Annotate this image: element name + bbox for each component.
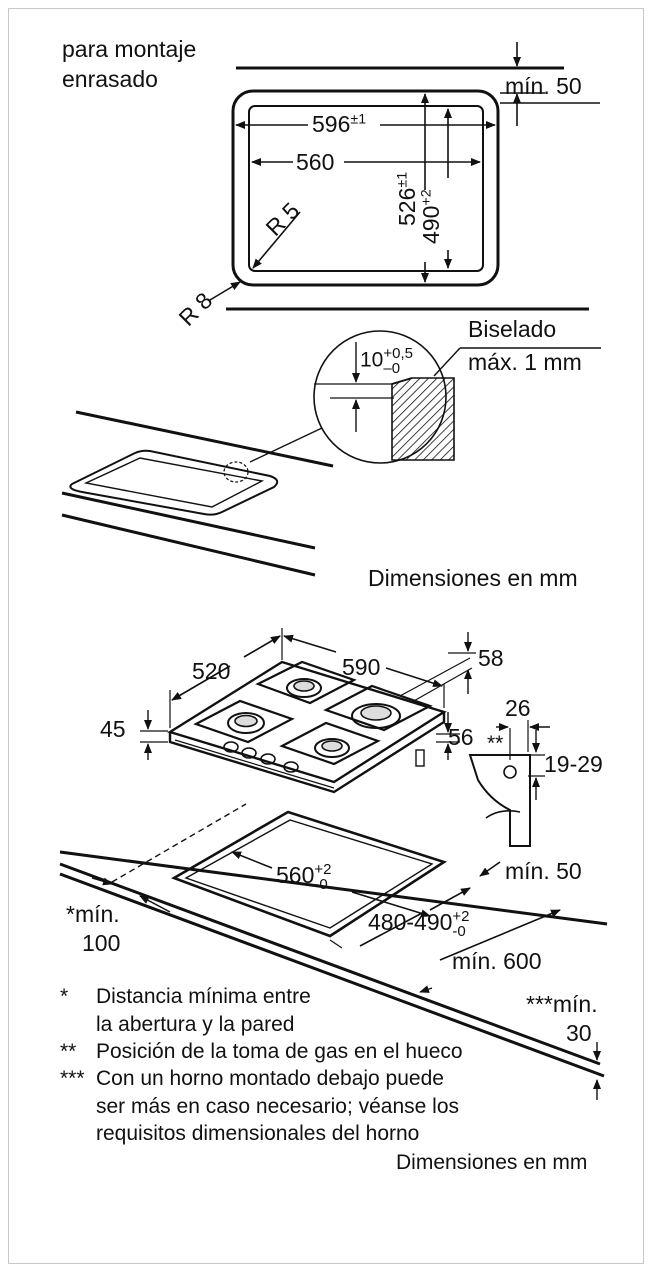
note-3-marker: *** — [60, 1067, 85, 1090]
note-1-text-cont: la abertura y la pared — [96, 1013, 295, 1036]
depth-outer-label: 526±1 — [394, 171, 420, 226]
gas-26-label: 26 — [505, 695, 531, 721]
min-100-label: *mín. — [66, 901, 120, 927]
min-30-value: 30 — [566, 1020, 592, 1046]
width-inner-label: 560 — [296, 149, 335, 175]
page-frame — [8, 8, 644, 1264]
min-30-label: ***mín. — [526, 991, 598, 1017]
hob-depth-label: 520 — [192, 658, 231, 684]
min-50-label: mín. 50 — [505, 858, 582, 884]
note-1-marker: * — [60, 985, 69, 1008]
note-1-text: Distancia mínima entre — [96, 985, 311, 1008]
dim-56-label: 56 — [448, 724, 474, 750]
note-2-text: Posición de la toma de gas en el hueco — [96, 1040, 463, 1063]
cut-depth-label: 480-490+2-0 — [368, 908, 470, 940]
note-3-text-cont2: requisitos dimensionales del horno — [96, 1122, 420, 1145]
note-3-text-cont1: ser más en caso necesario; véanse los — [96, 1095, 460, 1118]
bevel-label: Biselado — [468, 316, 557, 342]
gas-range-label: 19-29 — [544, 751, 603, 777]
depth-inner-label: 490+2 — [418, 189, 444, 244]
flush-title-line2: enrasado — [62, 66, 158, 92]
inner-cutout — [248, 105, 484, 272]
min-100-value: 100 — [82, 930, 121, 956]
bevel-max-label: máx. 1 mm — [468, 349, 582, 375]
hob-width-label: 590 — [342, 654, 381, 680]
units-label-bottom: Dimensiones en mm — [396, 1151, 588, 1174]
min-50-top-label: mín. 50 — [505, 73, 582, 99]
min-600-label: mín. 600 — [452, 948, 542, 974]
flush-title-line1: para montaje — [62, 36, 197, 62]
note-3-text: Con un horno montado debajo puede — [96, 1067, 444, 1090]
hob-height-label: 45 — [100, 716, 126, 742]
dim-58-label: 58 — [478, 645, 504, 671]
width-outer-label: 596±1 — [312, 111, 367, 137]
bevel-depth-label: 10+0,5–0 — [360, 345, 413, 377]
units-label-top: Dimensiones en mm — [368, 565, 578, 591]
gas-marker: ** — [487, 732, 504, 755]
outer-cutout — [231, 89, 500, 287]
cut-width-label: 560+2-0 — [276, 861, 332, 893]
note-2-marker: ** — [60, 1040, 77, 1063]
